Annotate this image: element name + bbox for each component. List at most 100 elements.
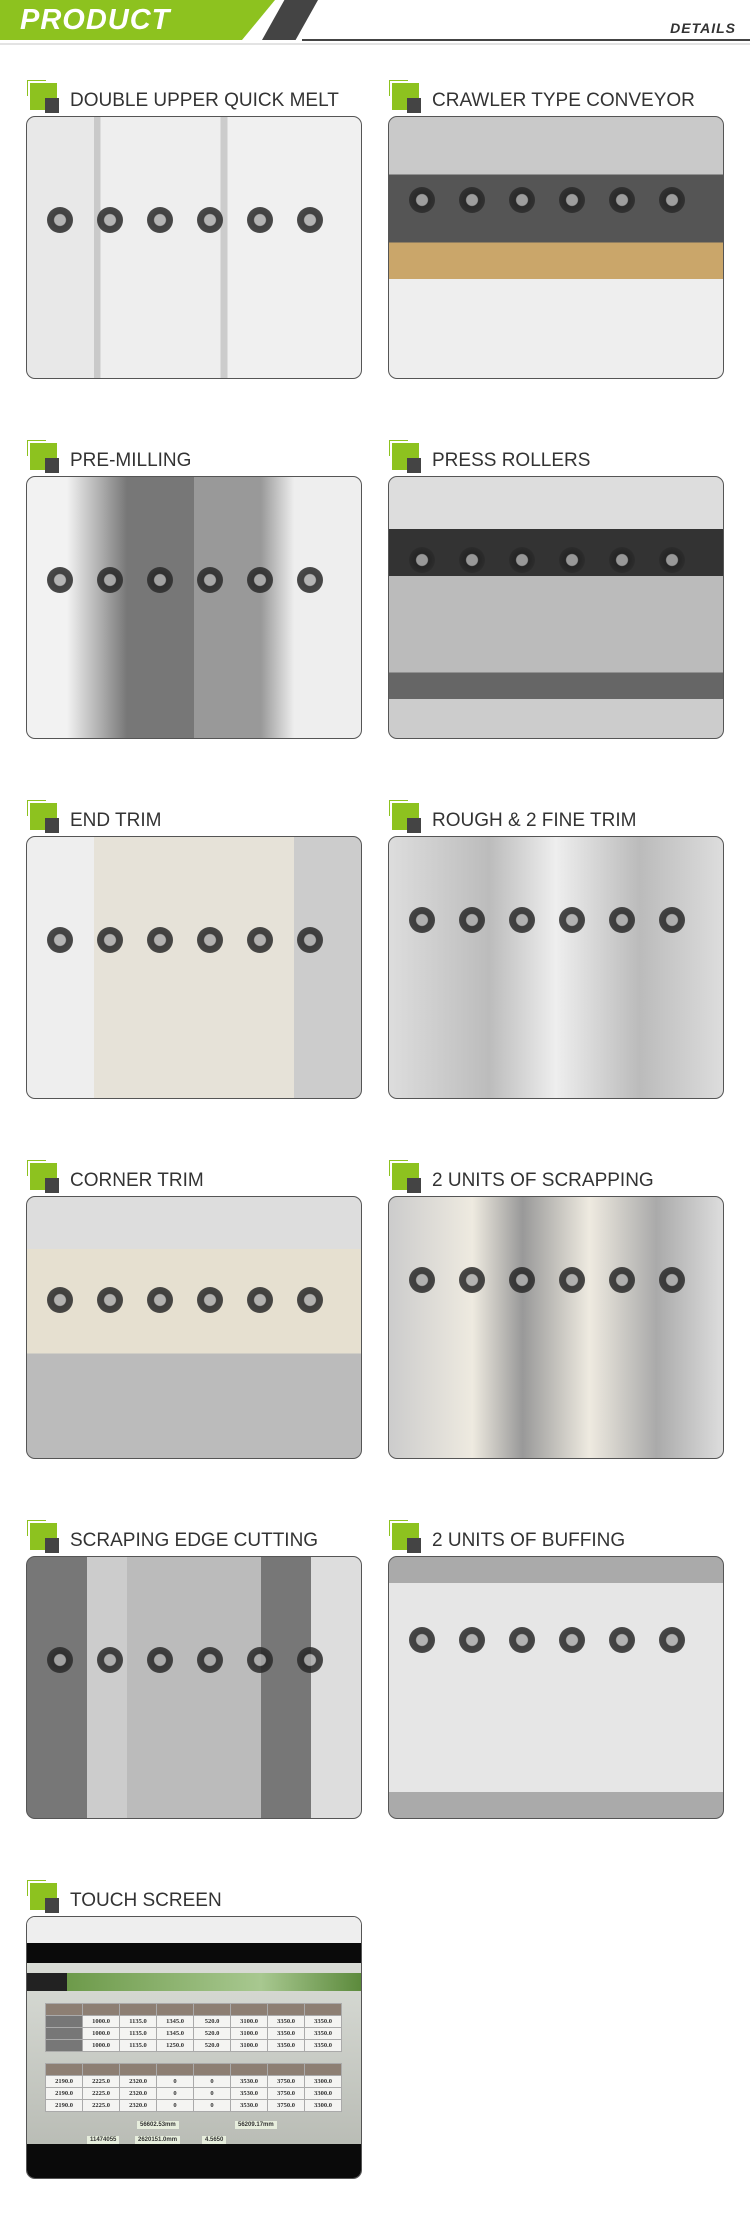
machine-part bbox=[247, 207, 273, 233]
table-cell: 2320.0 bbox=[119, 2099, 157, 2112]
readout-field: 56209.17mm bbox=[235, 2121, 277, 2129]
square-bullet-icon bbox=[27, 800, 59, 836]
header-green-banner bbox=[0, 0, 275, 40]
table-cell: 1135.0 bbox=[119, 2039, 157, 2052]
glue-pot-photo bbox=[26, 116, 362, 379]
machine-part bbox=[409, 907, 435, 933]
machine-part bbox=[297, 567, 323, 593]
machine-part bbox=[609, 1267, 635, 1293]
table-cell: 3350.0 bbox=[267, 2027, 305, 2040]
machine-part bbox=[509, 187, 535, 213]
machine-part bbox=[297, 927, 323, 953]
feature-heading: 2 UNITS OF SCRAPPING bbox=[388, 1160, 724, 1200]
table-cell: 3100.0 bbox=[230, 2039, 268, 2052]
machine-part bbox=[247, 927, 273, 953]
feature-heading: CORNER TRIM bbox=[26, 1160, 362, 1200]
machine-part bbox=[609, 1627, 635, 1653]
machine-part bbox=[147, 1287, 173, 1313]
table-cell: 2320.0 bbox=[119, 2075, 157, 2088]
table-cell: 520.0 bbox=[193, 2015, 231, 2028]
feature-title: PRE-MILLING bbox=[70, 450, 192, 471]
machine-part bbox=[659, 1267, 685, 1293]
feature-title: DOUBLE UPPER QUICK MELT bbox=[70, 90, 339, 111]
table-cell: 3300.0 bbox=[304, 2087, 342, 2100]
machine-part bbox=[197, 1647, 223, 1673]
machine-part bbox=[509, 907, 535, 933]
feature-title: CORNER TRIM bbox=[70, 1170, 204, 1191]
section-subtitle: DETAILS bbox=[670, 20, 736, 36]
table-cell: 1345.0 bbox=[156, 2027, 194, 2040]
machine-part bbox=[509, 1267, 535, 1293]
table-cell: 3100.0 bbox=[230, 2015, 268, 2028]
square-bullet-icon bbox=[27, 1880, 59, 1916]
conveyor-photo bbox=[388, 116, 724, 379]
machine-part bbox=[247, 567, 273, 593]
machine-part bbox=[147, 567, 173, 593]
table-cell: 1135.0 bbox=[119, 2015, 157, 2028]
square-bullet-icon bbox=[27, 440, 59, 476]
table-cell: 3350.0 bbox=[304, 2015, 342, 2028]
press-rollers-photo bbox=[388, 476, 724, 739]
machine-part bbox=[47, 1647, 73, 1673]
scraping-photo bbox=[388, 1196, 724, 1459]
machine-part bbox=[459, 187, 485, 213]
machine-part bbox=[409, 187, 435, 213]
feature-card: ROUGH & 2 FINE TRIM bbox=[388, 800, 724, 1100]
readout-field: 4.5650 bbox=[202, 2136, 227, 2144]
table-cell: 3350.0 bbox=[267, 2039, 305, 2052]
feature-title: END TRIM bbox=[70, 810, 162, 831]
table-cell: 3750.0 bbox=[267, 2087, 305, 2100]
feature-heading: 2 UNITS OF BUFFING bbox=[388, 1520, 724, 1560]
corner-trim-photo bbox=[26, 1196, 362, 1459]
feature-title: SCRAPING EDGE CUTTING bbox=[70, 1530, 319, 1551]
table-cell: 3300.0 bbox=[304, 2099, 342, 2112]
readout-field: 2620151.0mm bbox=[135, 2136, 181, 2144]
pre-milling-photo bbox=[26, 476, 362, 739]
machine-part bbox=[559, 1267, 585, 1293]
machine-part bbox=[97, 927, 123, 953]
table-cell: 2225.0 bbox=[82, 2099, 120, 2112]
readout-field: 56602.53mm bbox=[137, 2121, 179, 2129]
feature-card: CRAWLER TYPE CONVEYOR bbox=[388, 80, 724, 380]
machine-part bbox=[559, 187, 585, 213]
table-cell: 2190.0 bbox=[45, 2099, 83, 2112]
feature-heading: DOUBLE UPPER QUICK MELT bbox=[26, 80, 362, 120]
machine-part bbox=[659, 547, 685, 573]
machine-part bbox=[197, 207, 223, 233]
feature-heading: END TRIM bbox=[26, 800, 362, 840]
machine-part bbox=[509, 1627, 535, 1653]
machine-part bbox=[47, 207, 73, 233]
table-cell: 3100.0 bbox=[230, 2027, 268, 2040]
machine-part bbox=[509, 547, 535, 573]
table-cell: 1000.0 bbox=[82, 2015, 120, 2028]
header-underline bbox=[0, 43, 750, 45]
feature-heading: TOUCH SCREEN bbox=[26, 1880, 362, 1920]
machine-part bbox=[297, 1287, 323, 1313]
table-cell: 3350.0 bbox=[267, 2015, 305, 2028]
trim-photo bbox=[388, 836, 724, 1099]
machine-part bbox=[97, 567, 123, 593]
hmi-tab-bar bbox=[27, 1973, 361, 1991]
feature-card: SCRAPING EDGE CUTTING bbox=[26, 1520, 362, 1820]
header-divider bbox=[302, 39, 750, 41]
machine-part bbox=[609, 547, 635, 573]
feature-heading: ROUGH & 2 FINE TRIM bbox=[388, 800, 724, 840]
machine-part bbox=[609, 907, 635, 933]
table-cell: 1250.0 bbox=[156, 2039, 194, 2052]
feature-heading: CRAWLER TYPE CONVEYOR bbox=[388, 80, 724, 120]
machine-part bbox=[459, 1627, 485, 1653]
table-cell: 2225.0 bbox=[82, 2075, 120, 2088]
machine-part bbox=[659, 1627, 685, 1653]
machine-part bbox=[147, 207, 173, 233]
machine-part bbox=[459, 1267, 485, 1293]
square-bullet-icon bbox=[27, 80, 59, 116]
machine-part bbox=[247, 1647, 273, 1673]
feature-title: CRAWLER TYPE CONVEYOR bbox=[432, 90, 695, 111]
table-cell: 1000.0 bbox=[82, 2027, 120, 2040]
